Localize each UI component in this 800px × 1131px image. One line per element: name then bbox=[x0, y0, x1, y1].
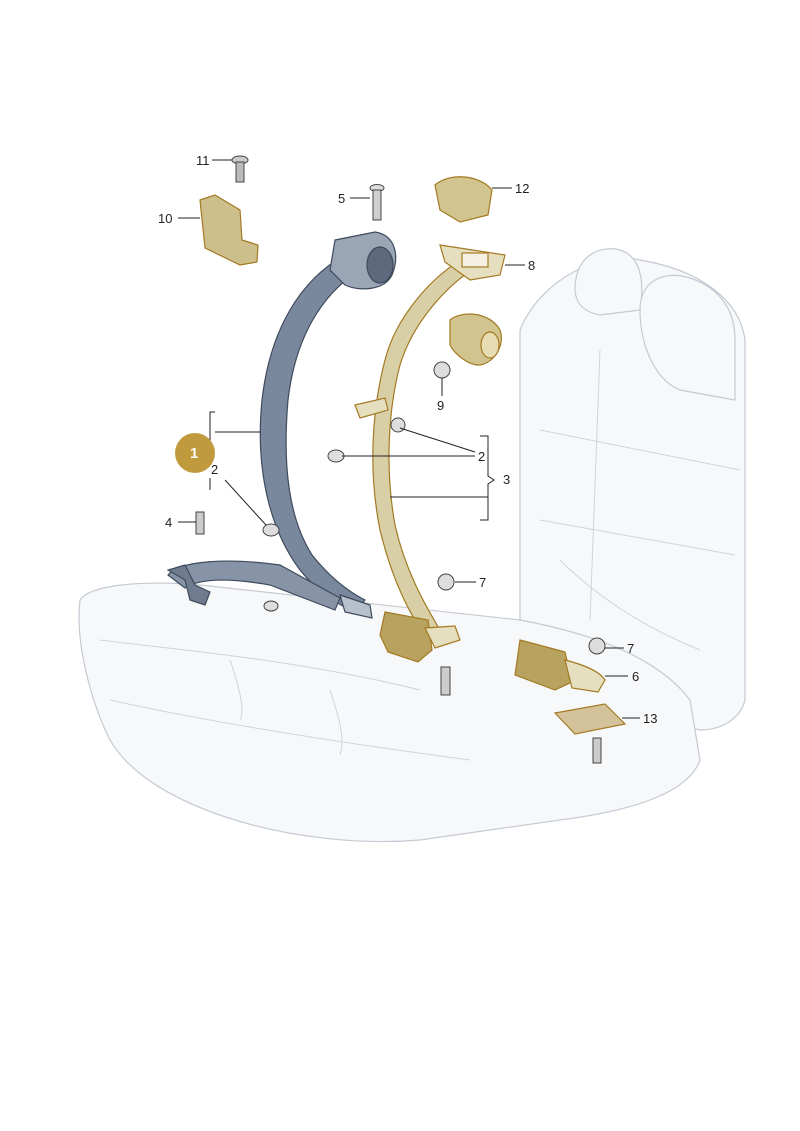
rear-seat-outline bbox=[78, 248, 746, 843]
callout-7-centre: 7 bbox=[479, 575, 486, 590]
callout-4: 4 bbox=[165, 515, 172, 530]
callout-6: 6 bbox=[632, 669, 639, 684]
outer-seat-belt bbox=[166, 231, 397, 619]
callout-2-right: 2 bbox=[478, 449, 485, 464]
seat-stitch-lines bbox=[99, 349, 741, 761]
callout-13: 13 bbox=[643, 711, 657, 726]
callout-5: 5 bbox=[338, 191, 345, 206]
small-parts bbox=[195, 417, 606, 764]
callout-labels: 11 10 5 12 8 9 2 3 2 4 7 7 6 13 bbox=[158, 153, 657, 726]
bolt-part-5 bbox=[369, 184, 385, 221]
nut-part-9 bbox=[433, 361, 451, 379]
bracket-part-10 bbox=[199, 194, 259, 266]
callout-8: 8 bbox=[528, 258, 535, 273]
badge-number: 1 bbox=[190, 445, 198, 462]
callout-9: 9 bbox=[437, 398, 444, 413]
callout-3: 3 bbox=[503, 472, 510, 487]
leader-lines bbox=[178, 159, 640, 719]
cover-part-12 bbox=[434, 176, 493, 223]
callout-11: 11 bbox=[196, 153, 210, 168]
callout-10: 10 bbox=[158, 211, 172, 226]
callout-7-right: 7 bbox=[627, 641, 634, 656]
centre-seat-belt bbox=[354, 244, 627, 735]
highlight-badge: 1 bbox=[175, 433, 215, 473]
callout-2-left: 2 bbox=[211, 462, 218, 477]
callout-12: 12 bbox=[515, 181, 529, 196]
bolt-part-11 bbox=[231, 155, 249, 183]
